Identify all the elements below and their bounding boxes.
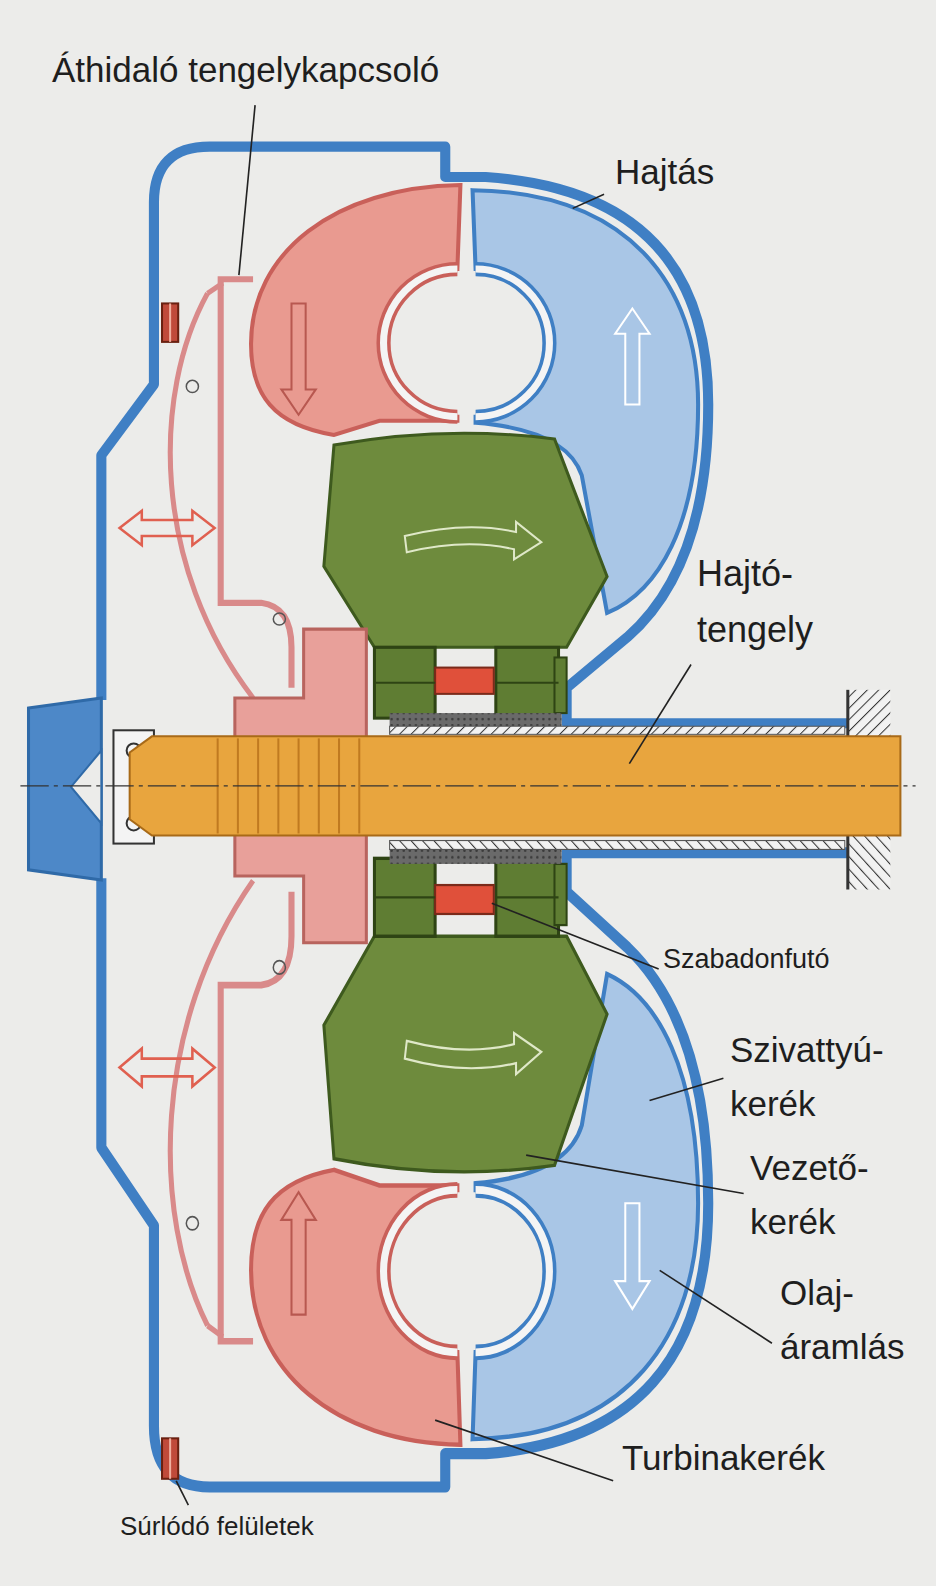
part-label: Szivattyú- kerék [730, 1023, 910, 1132]
part-label: Szabadonfutó [663, 944, 830, 975]
part-label: Hajtó- tengely [697, 546, 827, 658]
part-label: Áthidaló tengelykapcsoló [52, 50, 439, 90]
friction-pads [162, 303, 178, 1478]
part-label: Súrlódó felületek [120, 1512, 314, 1542]
center-line [20, 785, 915, 786]
part-label: Vezető- kerék [750, 1141, 900, 1250]
leader-lines [176, 105, 772, 1505]
part-label: Turbinakerék [622, 1438, 825, 1478]
upper-half [101, 147, 890, 757]
part-label: Olaj- áramlás [780, 1266, 915, 1375]
part-label: Hajtás [615, 152, 714, 192]
cover-hub [29, 698, 102, 880]
